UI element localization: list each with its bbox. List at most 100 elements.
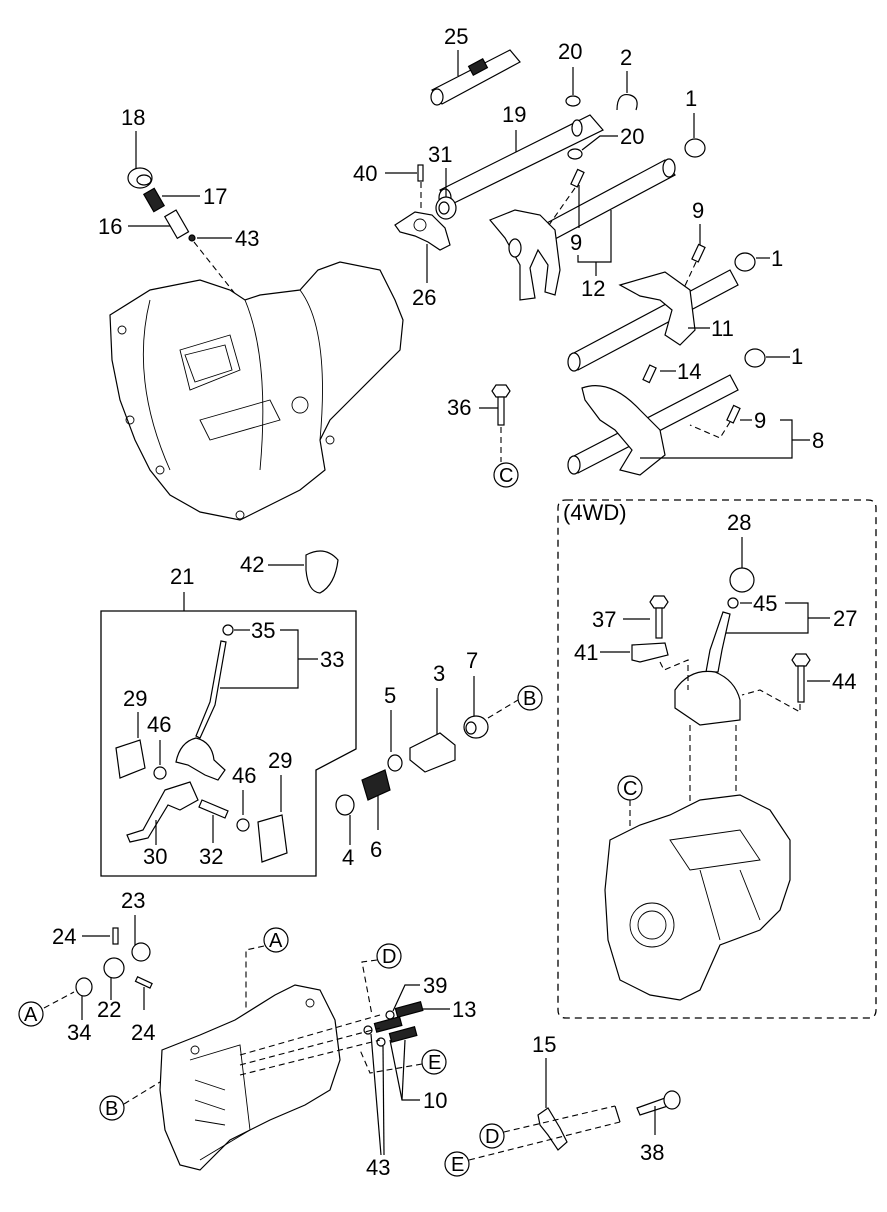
part-label-43-low[interactable]: 43 <box>366 1155 390 1180</box>
part-label-1-mid[interactable]: 1 <box>771 246 783 271</box>
rear-transmission-case <box>159 984 341 1171</box>
callout-b-case <box>99 1095 125 1121</box>
part-label-22[interactable]: 22 <box>97 997 121 1022</box>
4wd-group: (4WD) 28 45 27 37 41 44 C <box>557 499 877 1019</box>
part-label-27[interactable]: 27 <box>833 606 857 631</box>
spring-part <box>142 187 166 213</box>
callout-label-d-2: D <box>485 1126 499 1148</box>
part-label-45[interactable]: 45 <box>753 591 777 616</box>
part-label-30[interactable]: 30 <box>143 844 167 869</box>
part-label-9-c[interactable]: 9 <box>754 408 766 433</box>
callout-label-c: C <box>499 465 513 487</box>
part-label-43[interactable]: 43 <box>235 226 259 251</box>
callout-label-c-2: C <box>623 778 637 800</box>
nut-45 <box>727 597 739 609</box>
part-label-11[interactable]: 11 <box>711 316 734 341</box>
clamp-41 <box>631 642 669 663</box>
shift-fork-12 <box>489 209 561 301</box>
part-label-35[interactable]: 35 <box>251 618 275 643</box>
part-label-19[interactable]: 19 <box>502 102 526 127</box>
part-label-46-right[interactable]: 46 <box>232 763 256 788</box>
spring-6 <box>361 769 391 801</box>
part-label-18[interactable]: 18 <box>121 105 145 130</box>
washer-5 <box>387 754 403 772</box>
part-label-33[interactable]: 33 <box>320 647 344 672</box>
part-label-24-top[interactable]: 24 <box>52 924 76 949</box>
spring-13 <box>394 1001 424 1018</box>
part-label-13[interactable]: 13 <box>452 997 476 1022</box>
part-label-1-low[interactable]: 1 <box>791 344 803 369</box>
part-label-20-mid[interactable]: 20 <box>620 124 644 149</box>
part-label-41[interactable]: 41 <box>574 640 598 665</box>
part-label-46-left[interactable]: 46 <box>147 712 171 737</box>
part-label-9-a[interactable]: 9 <box>570 230 582 255</box>
bolt-36 <box>491 384 511 398</box>
part-label-38[interactable]: 38 <box>640 1140 664 1165</box>
part-label-21[interactable]: 21 <box>170 564 194 589</box>
part-label-32[interactable]: 32 <box>199 844 223 869</box>
part-label-7[interactable]: 7 <box>466 648 478 673</box>
part-label-10[interactable]: 10 <box>423 1088 447 1113</box>
part-label-16[interactable]: 16 <box>98 214 122 239</box>
callout-label-e-2: E <box>451 1154 464 1176</box>
part-label-6[interactable]: 6 <box>370 837 382 862</box>
bushing-23 <box>131 942 151 962</box>
transfer-knob-28 <box>729 567 755 593</box>
rear-case-group: 23 24 22 24 34 A A B D <box>18 888 476 1180</box>
callout-e-case <box>421 1049 447 1075</box>
transfer-lever-base <box>674 670 741 726</box>
part-label-9-b[interactable]: 9 <box>692 198 704 223</box>
part-label-34[interactable]: 34 <box>67 1020 91 1045</box>
part-label-5[interactable]: 5 <box>384 683 396 708</box>
part-label-31[interactable]: 31 <box>428 142 452 167</box>
part-label-39[interactable]: 39 <box>423 973 447 998</box>
shift-lever-33 <box>195 640 227 739</box>
callout-label-d: D <box>382 946 396 968</box>
part-label-26[interactable]: 26 <box>412 285 436 310</box>
part-label-3[interactable]: 3 <box>433 661 445 686</box>
pin-9-b <box>691 243 706 263</box>
part-label-29-left[interactable]: 29 <box>123 686 147 711</box>
part-label-25[interactable]: 25 <box>444 24 468 49</box>
shift-lever-assembly-group: 42 21 35 33 29 46 30 32 46 <box>100 550 357 877</box>
spring-10-b <box>388 1026 418 1043</box>
part-label-42[interactable]: 42 <box>240 552 264 577</box>
part-label-1-top[interactable]: 1 <box>685 86 697 111</box>
shift-rails-group: 25 20 2 1 19 20 40 31 <box>353 24 824 488</box>
bushing-46-left <box>153 766 167 780</box>
part-label-29-right[interactable]: 29 <box>268 748 292 773</box>
part-label-12[interactable]: 12 <box>581 276 605 301</box>
part-label-37[interactable]: 37 <box>592 607 616 632</box>
4wd-label: (4WD) <box>563 500 627 525</box>
part-label-14[interactable]: 14 <box>677 359 701 384</box>
pin-9-c <box>726 404 741 424</box>
part-label-2[interactable]: 2 <box>620 45 632 70</box>
shift-fork-8 <box>581 385 666 476</box>
part-label-17[interactable]: 17 <box>203 184 227 209</box>
part-label-28[interactable]: 28 <box>727 510 751 535</box>
bushing-46-right <box>236 818 250 832</box>
clip-34 <box>75 977 93 997</box>
front-transmission-case <box>109 261 404 521</box>
part-label-36[interactable]: 36 <box>447 395 471 420</box>
bushing-part-2 <box>734 252 756 272</box>
part-label-23[interactable]: 23 <box>121 888 145 913</box>
part-label-44[interactable]: 44 <box>832 669 856 694</box>
callout-a-left <box>18 1001 44 1027</box>
pin-24-low <box>134 976 153 989</box>
pin-14 <box>642 364 657 384</box>
ball-part <box>188 234 196 242</box>
part-label-20-top[interactable]: 20 <box>558 39 582 64</box>
bolt-44 <box>791 653 811 667</box>
part-label-4[interactable]: 4 <box>342 845 354 870</box>
bracket-29-left <box>115 739 146 779</box>
part-label-8[interactable]: 8 <box>812 428 824 453</box>
control-lever-30 <box>126 781 199 843</box>
callout-e-bracket <box>444 1151 470 1177</box>
part-label-40[interactable]: 40 <box>353 161 377 186</box>
part-label-24-low[interactable]: 24 <box>131 1020 155 1045</box>
select-parts-group: 3 7 B 5 6 4 <box>335 648 543 870</box>
part-label-15[interactable]: 15 <box>532 1032 556 1057</box>
callout-label-a-2: A <box>269 930 283 952</box>
ball-43-b <box>376 1037 386 1047</box>
